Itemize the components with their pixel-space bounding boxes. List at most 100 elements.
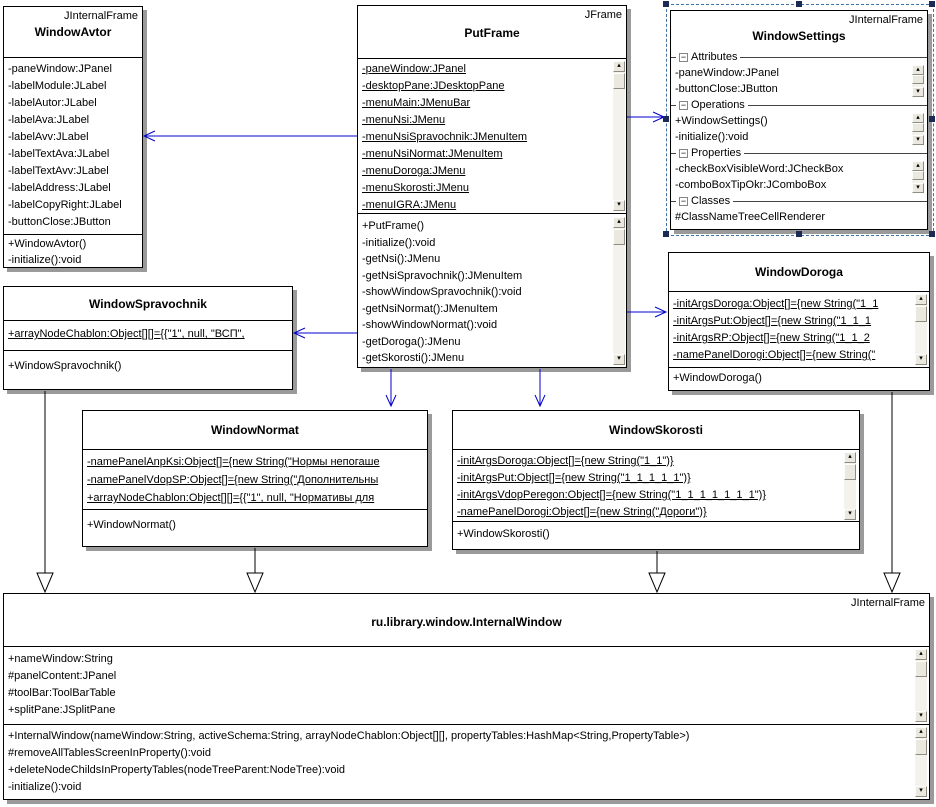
- operation-row[interactable]: -getDoroga():JMenu: [362, 335, 461, 348]
- attribute-row[interactable]: -paneWindow:JPanel: [362, 63, 466, 75]
- generalization-windowdoroga-internalwindow[interactable]: [883, 392, 901, 594]
- scrollbar[interactable]: ▴ ▾: [613, 61, 625, 211]
- operation-row[interactable]: -showWindowNormat():void: [362, 319, 498, 331]
- property-row[interactable]: -checkBoxVisibleWord:JCheckBox: [675, 163, 844, 175]
- operation-row[interactable]: +WindowSettings(): [675, 115, 768, 127]
- scroll-down-button[interactable]: ▾: [912, 87, 924, 97]
- attribute-row[interactable]: -initArgsPut:Object[]={new String("1_1_1…: [457, 472, 691, 484]
- selection-handle[interactable]: [663, 231, 669, 237]
- scrollbar[interactable]: ▴ ▾: [915, 649, 927, 722]
- attribute-row[interactable]: -labelCopyRight:JLabel: [8, 199, 122, 211]
- scroll-up-button[interactable]: ▴: [844, 452, 856, 463]
- generalization-windowskorosti-internalwindow[interactable]: [648, 551, 666, 594]
- attribute-row[interactable]: -namePanelDorogi:Object[]={new String(": [673, 349, 876, 361]
- operation-row[interactable]: -getNsiSpravochnik():JMenuItem: [362, 269, 523, 282]
- scroll-up-button[interactable]: ▴: [915, 649, 927, 660]
- property-row[interactable]: -comboBoxTipOkr:JComboBox: [675, 179, 827, 191]
- scroll-down-button[interactable]: ▾: [844, 509, 856, 520]
- attribute-row[interactable]: -desktopPane:JDesktopPane: [362, 80, 505, 92]
- attribute-row[interactable]: #toolBar:ToolBarTable: [8, 687, 116, 699]
- attribute-row[interactable]: -labelTextAva:JLabel: [8, 148, 110, 160]
- operation-row[interactable]: +deleteNodeChildsInPropertyTables(nodeTr…: [8, 764, 346, 776]
- operation-row[interactable]: -getNsi():JMenu: [362, 253, 441, 265]
- association-putframe-to-windowdoroga[interactable]: [627, 306, 668, 318]
- association-putframe-to-windowspravochnik[interactable]: [292, 327, 357, 339]
- attribute-row[interactable]: -initArgsDoroga:Object[]={new String("1_…: [673, 298, 879, 310]
- scrollbar-thumb[interactable]: [912, 75, 924, 84]
- scroll-up-button[interactable]: ▴: [912, 65, 924, 75]
- class-put-frame[interactable]: JFrame PutFrame -paneWindow:JPanel -desk…: [357, 5, 627, 368]
- scroll-down-button[interactable]: ▾: [912, 135, 924, 145]
- scrollbar-thumb[interactable]: [613, 229, 625, 245]
- attribute-row[interactable]: -paneWindow:JPanel: [675, 67, 779, 79]
- selection-handle[interactable]: [663, 116, 669, 122]
- class-window-avtor[interactable]: JInternalFrame WindowAvtor -paneWindow:J…: [3, 6, 143, 268]
- attribute-row[interactable]: -initArgsDoroga:Object[]={new String("1_…: [457, 455, 674, 467]
- operation-row[interactable]: -initialize():void: [675, 131, 749, 143]
- scrollbar-thumb[interactable]: [915, 306, 927, 322]
- generalization-windowspravochnik-internalwindow[interactable]: [36, 391, 54, 594]
- operation-row[interactable]: +InternalWindow(nameWindow:String, activ…: [8, 730, 690, 742]
- attribute-row[interactable]: +arrayNodeChablon:Object[][]={{"1", null…: [87, 492, 375, 504]
- attribute-row[interactable]: -namePanelDorogi:Object[]={new String("Д…: [457, 506, 707, 518]
- scroll-down-button[interactable]: ▾: [912, 183, 924, 193]
- class-window-doroga[interactable]: WindowDoroga -initArgsDoroga:Object[]={n…: [668, 252, 930, 391]
- collapse-icon[interactable]: −: [679, 99, 688, 110]
- attribute-row[interactable]: -buttonClose:JButton: [675, 83, 778, 95]
- attribute-row[interactable]: -menuMain:JMenuBar: [362, 97, 471, 109]
- class-window-normat[interactable]: WindowNormat -namePanelAnpKsi:Object[]={…: [82, 410, 428, 547]
- scroll-up-button[interactable]: ▴: [613, 61, 625, 72]
- attribute-row[interactable]: +nameWindow:String: [8, 653, 113, 665]
- class-window-settings[interactable]: JInternalFrame WindowSettings − Attribut…: [670, 10, 928, 230]
- attribute-row[interactable]: -menuNsiSpravochnik:JMenuItem: [362, 131, 528, 143]
- attribute-row[interactable]: -labelModule:JLabel: [8, 80, 107, 92]
- scroll-up-button[interactable]: ▴: [915, 294, 927, 305]
- operation-row[interactable]: +WindowNormat(): [87, 519, 176, 531]
- operation-row[interactable]: #removeAllTablesScreenInProperty():void: [8, 747, 211, 759]
- attribute-row[interactable]: -menuNsiNormat:JMenuItem: [362, 148, 503, 160]
- association-putframe-to-windowavtor[interactable]: [142, 130, 357, 142]
- association-putframe-to-windowsettings[interactable]: [627, 111, 666, 123]
- attribute-row[interactable]: -menuNsi:JMenu: [362, 114, 446, 126]
- class-window-skorosti[interactable]: WindowSkorosti -initArgsDoroga:Object[]=…: [452, 410, 860, 550]
- selection-handle[interactable]: [663, 1, 669, 7]
- class-internal-window[interactable]: JInternalFrame ru.library.window.Interna…: [3, 593, 930, 800]
- attribute-row[interactable]: #panelContent:JPanel: [8, 670, 117, 682]
- scrollbar-thumb[interactable]: [915, 739, 927, 755]
- operation-row[interactable]: -getSkorosti():JMenu: [362, 352, 465, 364]
- attribute-row[interactable]: -namePanelAnpKsi:Object[]={new String("Н…: [87, 456, 380, 468]
- operation-row[interactable]: +WindowSpravochnik(): [8, 360, 122, 372]
- selection-handle[interactable]: [929, 1, 935, 7]
- attribute-row[interactable]: -labelAddress:JLabel: [8, 182, 111, 194]
- scroll-down-button[interactable]: ▾: [915, 354, 927, 365]
- scroll-down-button[interactable]: ▾: [915, 786, 927, 797]
- attribute-row[interactable]: -labelAutor:JLabel: [8, 97, 97, 109]
- attribute-row[interactable]: -labelTextAvv:JLabel: [8, 165, 109, 177]
- collapse-icon[interactable]: −: [679, 147, 688, 158]
- operation-row[interactable]: +PutFrame(): [362, 220, 425, 232]
- scrollbar-thumb[interactable]: [844, 464, 856, 480]
- class-window-spravochnik[interactable]: WindowSpravochnik +arrayNodeChablon:Obje…: [3, 286, 293, 390]
- scroll-up-button[interactable]: ▴: [915, 727, 927, 738]
- scroll-down-button[interactable]: ▾: [915, 711, 927, 722]
- attribute-row[interactable]: -initArgsPut:Object[]={new String("1_1_1: [673, 315, 872, 327]
- scrollbar[interactable]: ▴ ▾: [912, 65, 924, 97]
- scroll-up-button[interactable]: ▴: [912, 113, 924, 123]
- scroll-down-button[interactable]: ▾: [613, 200, 625, 211]
- collapse-icon[interactable]: −: [679, 195, 688, 206]
- operation-row[interactable]: -showWindowSpravochnik():void: [362, 286, 522, 298]
- scrollbar[interactable]: ▴ ▾: [912, 113, 924, 145]
- operation-row[interactable]: -initialize():void: [362, 236, 436, 249]
- attribute-row[interactable]: -initArgsRP:Object[]={new String("1_1_2: [673, 332, 870, 344]
- attribute-row[interactable]: -buttonClose:JButton: [8, 216, 111, 228]
- operation-row[interactable]: +WindowSkorosti(): [457, 528, 550, 540]
- collapse-icon[interactable]: −: [679, 51, 688, 62]
- attribute-row[interactable]: +arrayNodeChablon:Object[][]={{"1", null…: [8, 328, 245, 340]
- operation-row[interactable]: -initialize():void: [8, 254, 82, 266]
- generalization-windownormat-internalwindow[interactable]: [246, 548, 264, 594]
- scrollbar[interactable]: ▴ ▾: [613, 217, 625, 365]
- scrollbar[interactable]: ▴ ▾: [915, 727, 927, 797]
- scrollbar[interactable]: ▴ ▾: [844, 452, 856, 520]
- scrollbar-thumb[interactable]: [912, 123, 924, 132]
